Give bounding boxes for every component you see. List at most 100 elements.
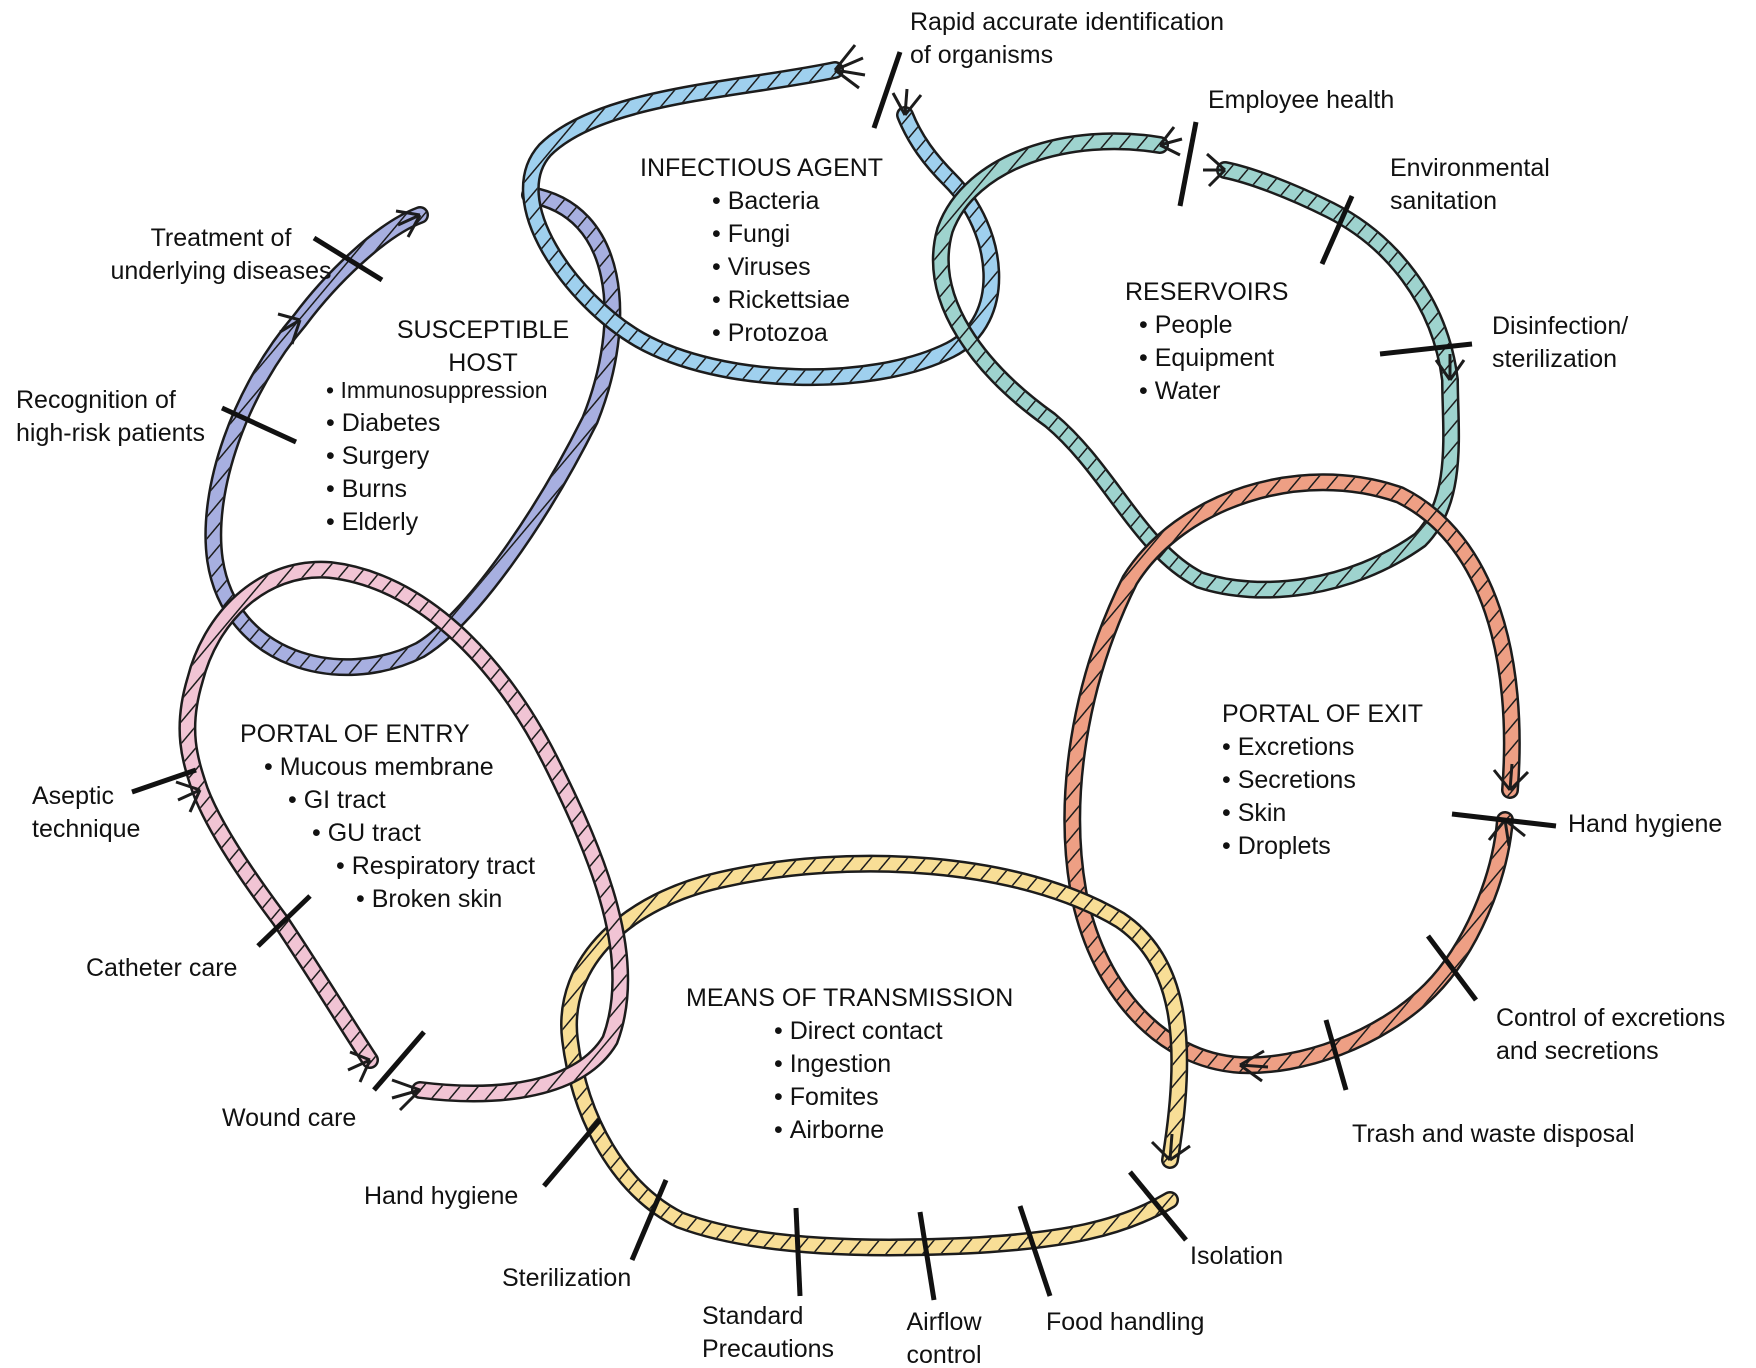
aseptic-technique-label: Aseptic technique xyxy=(32,780,140,846)
bar-hand-hygiene-exit xyxy=(1451,811,1557,829)
bar-food-handling xyxy=(1017,1205,1053,1297)
list-item: Respiratory tract xyxy=(336,850,535,883)
susceptible-host-title-block: SUSCEPTIBLE HOST xyxy=(390,314,576,380)
disinfection-label: Disinfection/ sterilization xyxy=(1492,310,1628,376)
list-item: Mucous membrane xyxy=(264,751,535,784)
bar-treatment xyxy=(312,235,384,283)
portal-of-exit-rope xyxy=(1063,473,1521,1075)
means-of-transmission-rope xyxy=(560,854,1189,1257)
list-item: Ingestion xyxy=(774,1048,1013,1081)
label-line: Control of excretions xyxy=(1496,1004,1726,1032)
bar-standard-precautions xyxy=(793,1207,803,1297)
label-line: Treatment of xyxy=(150,224,292,252)
portal-of-exit-list: Excretions Secretions Skin Droplets xyxy=(1222,731,1423,863)
means-of-transmission-block: MEANS OF TRANSMISSION Direct contact Ing… xyxy=(686,982,1013,1147)
label-line: high-risk patients xyxy=(16,419,205,447)
bar-control-excretions xyxy=(1426,934,1478,1002)
list-item: Viruses xyxy=(712,251,883,284)
label-line: Environmental xyxy=(1390,154,1550,182)
bar-catheter-care xyxy=(256,894,312,948)
label-line: Standard xyxy=(702,1302,804,1330)
list-item: Fomites xyxy=(774,1081,1013,1114)
list-item: GU tract xyxy=(312,817,535,850)
list-item: Immunosuppression xyxy=(326,374,547,407)
isolation-label: Isolation xyxy=(1190,1242,1284,1270)
list-item: Airborne xyxy=(774,1114,1013,1147)
bar-hand-hygiene-entry xyxy=(542,1118,602,1188)
list-item: Droplets xyxy=(1222,830,1423,863)
list-item: People xyxy=(1139,309,1288,342)
food-handling-label: Food handling xyxy=(1046,1308,1205,1336)
list-item: Diabetes xyxy=(326,407,548,440)
susceptible-host-list: Immunosuppression Diabetes Surgery Burns… xyxy=(326,374,548,539)
list-item: Water xyxy=(1139,375,1288,408)
label-line: of organisms xyxy=(910,41,1054,69)
bar-isolation xyxy=(1128,1170,1188,1242)
bar-environmental-sanitation xyxy=(1319,194,1355,266)
label-line: technique xyxy=(32,815,141,843)
employee-health-label: Employee health xyxy=(1208,86,1395,114)
treatment-underlying-label: Treatment of underlying diseases xyxy=(96,222,346,288)
reservoirs-title: RESERVOIRS xyxy=(1125,278,1289,306)
reservoirs-rope xyxy=(931,132,1461,599)
sterilization-label: Sterilization xyxy=(502,1264,632,1292)
portal-of-entry-rope xyxy=(178,560,630,1103)
catheter-care-label: Catheter care xyxy=(86,954,238,982)
bar-airflow xyxy=(917,1211,937,1301)
list-item: Skin xyxy=(1222,797,1423,830)
list-item: Bacteria xyxy=(712,185,883,218)
reservoirs-block: RESERVOIRS People Equipment Water xyxy=(1125,276,1288,408)
infectious-agent-list: Bacteria Fungi Viruses Rickettsiae Proto… xyxy=(712,185,883,350)
infectious-agent-block: INFECTIOUS AGENT Bacteria Fungi Viruses … xyxy=(640,152,883,350)
list-item: Burns xyxy=(326,473,548,506)
hand-hygiene-exit-label: Hand hygiene xyxy=(1568,810,1723,838)
list-item: Direct contact xyxy=(774,1015,1013,1048)
reservoirs-list: People Equipment Water xyxy=(1139,309,1288,408)
label-line: Rapid accurate identification xyxy=(910,8,1225,36)
label-line: Recognition of xyxy=(16,386,176,414)
infectious-agent-title: INFECTIOUS AGENT xyxy=(640,154,884,182)
list-item: Broken skin xyxy=(356,883,535,916)
label-line: underlying diseases xyxy=(110,257,332,285)
bar-employee-health xyxy=(1177,121,1199,207)
label-line: control xyxy=(906,1341,982,1368)
trash-disposal-label: Trash and waste disposal xyxy=(1352,1120,1635,1148)
label-line: Aseptic xyxy=(32,782,114,810)
list-item: Elderly xyxy=(326,506,548,539)
list-item: Surgery xyxy=(326,440,548,473)
airflow-control-label: Airflow control xyxy=(896,1306,992,1368)
bar-trash xyxy=(1323,1019,1349,1091)
rapid-identification-label: Rapid accurate identification of organis… xyxy=(910,6,1224,72)
bar-sterilization xyxy=(629,1179,669,1261)
means-of-transmission-title: MEANS OF TRANSMISSION xyxy=(686,984,1014,1012)
recognition-high-risk-label: Recognition of high-risk patients xyxy=(16,384,205,450)
frayed-rope-ends xyxy=(175,44,1530,1162)
bar-rapid-identification xyxy=(871,51,903,129)
portal-of-entry-block: PORTAL OF ENTRY Mucous membrane GI tract… xyxy=(240,718,535,916)
label-line: and secretions xyxy=(1496,1037,1659,1065)
list-item: Equipment xyxy=(1139,342,1288,375)
list-item: Secretions xyxy=(1222,764,1423,797)
bar-disinfection xyxy=(1379,341,1473,357)
list-item: Protozoa xyxy=(712,317,883,350)
environmental-sanitation-label: Environmental sanitation xyxy=(1390,152,1550,218)
susceptible-host-title-line2: HOST xyxy=(448,349,518,377)
portal-of-entry-title: PORTAL OF ENTRY xyxy=(240,720,470,748)
wound-care-label: Wound care xyxy=(222,1104,357,1132)
hand-hygiene-entry-label: Hand hygiene xyxy=(364,1182,519,1210)
susceptible-host-list-block: Immunosuppression Diabetes Surgery Burns… xyxy=(326,374,548,539)
list-item: Excretions xyxy=(1222,731,1423,764)
label-line: Precautions xyxy=(702,1335,835,1363)
label-line: Disinfection/ xyxy=(1492,312,1629,340)
list-item: Rickettsiae xyxy=(712,284,883,317)
bar-aseptic xyxy=(131,767,197,795)
portal-of-exit-block: PORTAL OF EXIT Excretions Secretions Ski… xyxy=(1222,698,1423,863)
list-item: Fungi xyxy=(712,218,883,251)
bar-wound-care xyxy=(372,1030,426,1092)
label-line: sterilization xyxy=(1492,345,1618,373)
label-line: Airflow xyxy=(906,1308,982,1336)
standard-precautions-label: Standard Precautions xyxy=(702,1300,834,1366)
portal-of-exit-title: PORTAL OF EXIT xyxy=(1222,700,1423,728)
intervention-bars xyxy=(131,51,1557,1301)
